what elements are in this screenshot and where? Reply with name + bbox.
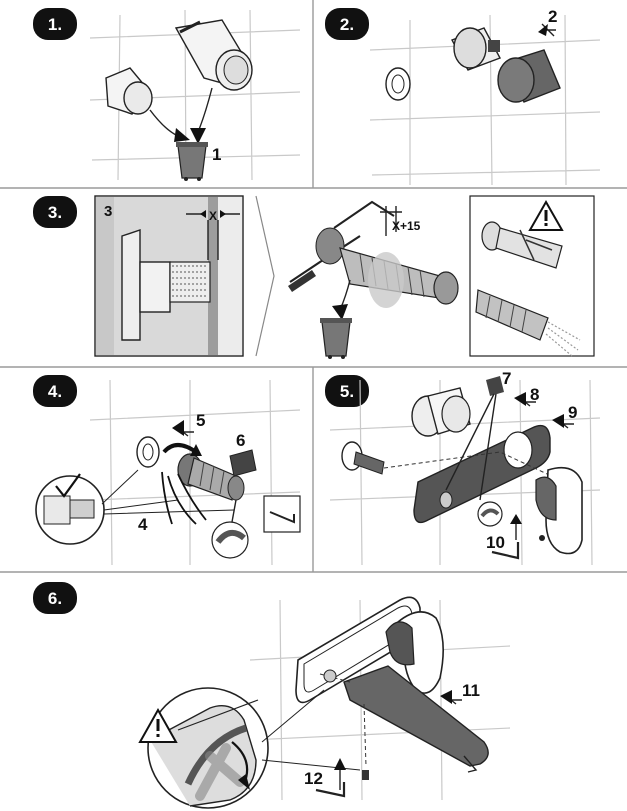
step-3-label: 3. — [48, 203, 62, 222]
step-2-label: 2. — [340, 15, 354, 34]
callout-7: 7 — [502, 369, 511, 388]
callout-3: 3 — [104, 203, 112, 220]
trash-bin-icon — [176, 142, 208, 181]
hex-key-icon — [491, 542, 520, 560]
step-6-badge: 6. — [33, 582, 77, 614]
section-dividers — [0, 0, 627, 573]
trash-bin-icon — [320, 318, 352, 359]
pin-spindle — [341, 441, 385, 475]
callout-8: 8 — [530, 385, 539, 404]
hacksaw-cut-detail: X+15 — [288, 200, 459, 359]
spout — [343, 665, 489, 773]
hex-key-icon — [263, 495, 301, 533]
step-4-badge: 4. — [33, 375, 77, 407]
callout-9: 9 — [568, 403, 577, 422]
grease-tube-icon — [486, 376, 504, 396]
escutcheon-ring — [136, 436, 160, 468]
callout-6: 6 — [236, 431, 245, 450]
lever-handle — [535, 466, 583, 555]
callout-12: 12 — [304, 769, 323, 788]
step-2-badge: 2. — [325, 8, 369, 40]
warning-detail-box — [469, 195, 595, 357]
step-1-panel: 1. 1 — [33, 8, 301, 181]
escutcheon-ring — [385, 67, 411, 101]
cartridge-cover — [411, 387, 471, 437]
wall-tiles — [89, 379, 301, 566]
grease-tube-icon — [229, 449, 257, 477]
step-3-panel: 3. 3 X — [33, 195, 595, 359]
warning-zoom-circle — [138, 687, 269, 809]
cartridge-spindle — [161, 443, 245, 525]
lever-handle-installed — [385, 611, 444, 694]
checkmark-zoom-circle — [35, 473, 105, 545]
wall-section-detail: 3 X — [94, 195, 244, 357]
hex-key-icon — [315, 782, 346, 798]
cartridge-body — [451, 27, 501, 71]
callout-1: 1 — [212, 145, 221, 164]
step-2-panel: 2. 2 — [325, 7, 601, 186]
warning-triangle-icon — [138, 707, 178, 743]
dimension-x-plus-15: X+15 — [392, 219, 421, 233]
dimension-x: X — [209, 209, 217, 223]
step-5-panel: 5. 7 8 — [325, 369, 601, 566]
callout-11: 11 — [462, 681, 480, 700]
step-3-badge: 3. — [33, 196, 77, 228]
cartridge-sleeve — [497, 49, 561, 103]
step-6-panel: 6. 11 — [33, 582, 511, 809]
callout-10: 10 — [486, 533, 505, 552]
checkmark-icon — [55, 473, 81, 498]
step-5-label: 5. — [340, 382, 354, 401]
step-1-label: 1. — [48, 15, 62, 34]
step-4-panel: 4. 5 — [33, 375, 301, 566]
callout-5: 5 — [196, 411, 205, 430]
wall-plate — [413, 424, 551, 524]
protective-cap-small — [105, 67, 153, 115]
step-1-badge: 1. — [33, 8, 77, 40]
warning-triangle-icon — [528, 199, 564, 231]
step-5-badge: 5. — [325, 375, 369, 407]
callout-2: 2 — [548, 7, 557, 26]
step-6-label: 6. — [48, 589, 62, 608]
protective-cap-large — [174, 19, 253, 91]
callout-4: 4 — [138, 515, 148, 534]
step-4-label: 4. — [48, 382, 62, 401]
